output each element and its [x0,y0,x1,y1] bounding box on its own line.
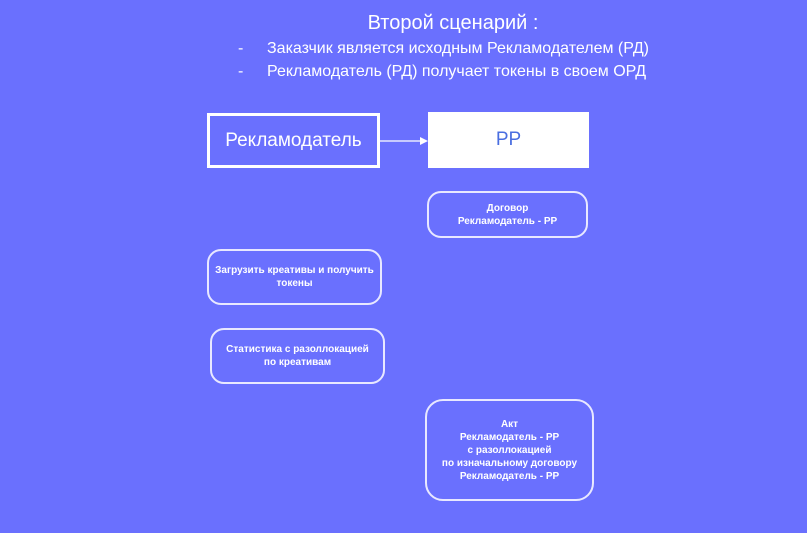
arrow-connector [380,137,428,145]
statistics-box: Статистика с разоллокацией по креативам [210,328,385,384]
act-label: Акт Рекламодатель - РР с разоллокацией п… [441,418,578,482]
bullet-text: Рекламодатель (РД) получает токены в сво… [267,63,647,80]
bullet-text: Заказчик является исходным Рекламодателе… [267,40,649,57]
bullet-marker: - [238,40,244,57]
upload-creatives-label: Загрузить креативы и получить токены [215,265,374,289]
page-title: Второй сценарий : [367,12,539,34]
rr-box: РР [428,112,589,168]
advertiser-box: Рекламодатель [207,113,380,168]
contract-label: Договор Рекламодатель - РР [457,202,558,227]
statistics-label: Статистика с разоллокацией по креативам [226,344,369,368]
upload-creatives-box: Загрузить креативы и получить токены [207,249,382,305]
act-box: Акт Рекламодатель - РР с разоллокацией п… [425,399,594,501]
bullet-marker: - [238,63,244,80]
contract-box: Договор Рекламодатель - РР [427,191,588,238]
advertiser-label: Рекламодатель [225,129,362,151]
rr-label: РР [495,129,522,150]
